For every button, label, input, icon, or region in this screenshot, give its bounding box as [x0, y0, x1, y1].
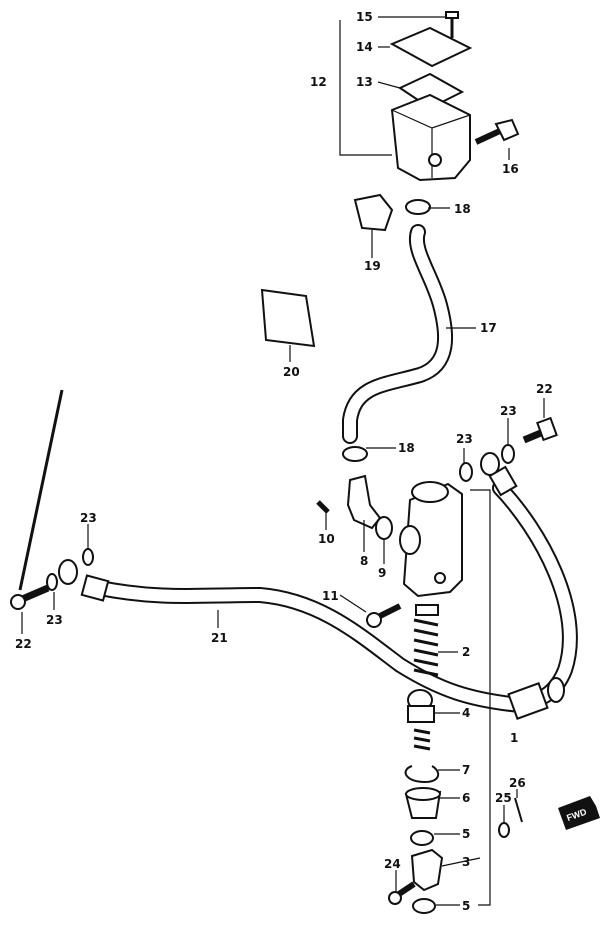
callout-16: 16: [502, 162, 519, 176]
hose-joint: [507, 677, 565, 720]
locknut-upper: [410, 830, 434, 846]
clevis-pin: [388, 881, 416, 905]
cut-edge: [18, 389, 64, 591]
screw: [316, 500, 330, 514]
forward-arrow-icon: FWD: [558, 796, 600, 830]
callout-4: 4: [462, 706, 470, 720]
callout-22-left: 22: [15, 637, 32, 651]
hose-clamp-upper: [405, 199, 431, 215]
callout-5-lower: 5: [462, 899, 470, 913]
callout-21: 21: [211, 631, 228, 645]
callout-8: 8: [360, 554, 368, 568]
callout-2: 2: [462, 645, 470, 659]
callout-20: 20: [283, 365, 300, 379]
piston: [407, 689, 435, 751]
callout-18-upper: 18: [454, 202, 471, 216]
washer-right-upper: [501, 444, 515, 464]
brake-hose-rear: [492, 480, 578, 713]
cotter-pin: [514, 797, 523, 823]
callout-3: 3: [462, 855, 470, 869]
callout-6: 6: [462, 791, 470, 805]
return-spring: [413, 604, 439, 677]
callout-14: 14: [356, 40, 373, 54]
callout-22-right: 22: [536, 382, 553, 396]
brake-hose-front: [92, 580, 528, 713]
callout-7: 7: [462, 763, 470, 777]
reservoir-bolt: [474, 118, 520, 145]
washer-left-upper: [82, 548, 94, 566]
reservoir-bracket: [353, 193, 394, 232]
callout-19: 19: [364, 259, 381, 273]
dust-boot: [404, 787, 442, 819]
callout-labels: 15 14 13 12 16 18 19 17 20 22 23 23 18 1…: [15, 10, 553, 913]
callout-18-lower: 18: [398, 441, 415, 455]
callout-25: 25: [495, 791, 512, 805]
banjo-bolt-left: [10, 584, 50, 610]
reservoir-hose: [342, 224, 454, 444]
washer-left-lower: [46, 573, 58, 591]
reflector-plate: [260, 288, 316, 348]
hose-clamp-lower: [342, 446, 368, 462]
callout-26: 26: [509, 776, 526, 790]
reservoir-cap-bolt: [445, 11, 459, 38]
hose-fitting-right: [480, 452, 518, 497]
leader-lines: [21, 16, 545, 906]
reservoir-body: [390, 93, 471, 182]
reservoir-cap: [389, 26, 473, 68]
callout-23-left-upper: 23: [80, 511, 97, 525]
callout-24: 24: [384, 857, 401, 871]
callout-10: 10: [318, 532, 335, 546]
callout-23-right-upper: 23: [500, 404, 517, 418]
callout-13: 13: [356, 75, 373, 89]
callout-17: 17: [480, 321, 497, 335]
circlip: [404, 765, 440, 784]
washer-right-lower: [459, 462, 473, 482]
clevis: [410, 848, 444, 892]
master-cylinder-body: [399, 481, 463, 598]
callout-23-left-lower: 23: [46, 613, 63, 627]
callout-5-upper: 5: [462, 827, 470, 841]
banjo-bolt-right: [522, 416, 558, 444]
callout-15: 15: [356, 10, 373, 24]
callout-11: 11: [322, 589, 339, 603]
callout-12: 12: [310, 75, 327, 89]
mounting-screw: [366, 603, 402, 628]
o-ring: [375, 516, 393, 540]
hose-fitting-left: [58, 559, 110, 602]
callout-1: 1: [510, 731, 518, 745]
washer-small: [498, 822, 510, 838]
callout-23-right-lower: 23: [456, 432, 473, 446]
locknut-lower: [412, 898, 436, 914]
callout-9: 9: [378, 566, 386, 580]
